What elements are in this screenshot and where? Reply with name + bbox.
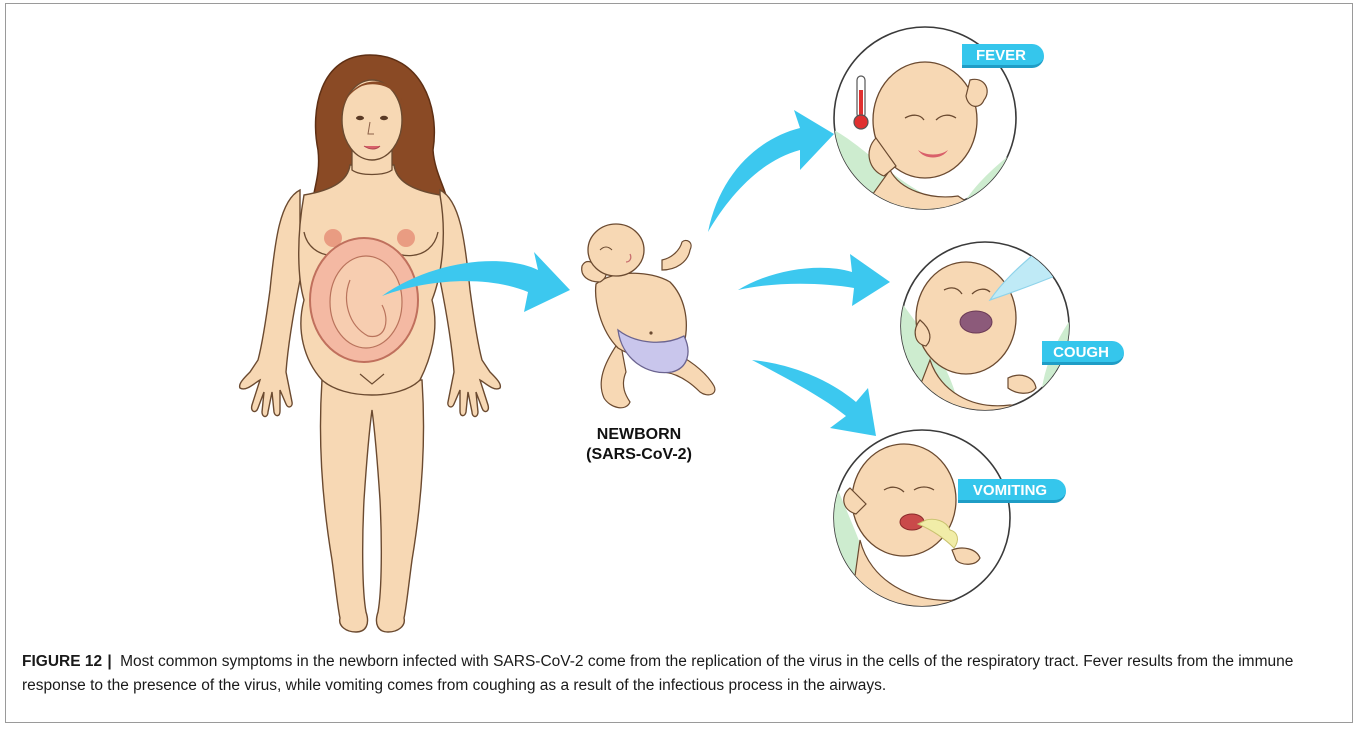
newborn-illustration [582,224,715,408]
fever-tag: FEVER [962,44,1044,68]
pregnant-mother [240,55,501,632]
fever-label: FEVER [976,47,1026,64]
arrow-to-fever [708,110,834,232]
arrow-to-vomiting [752,360,876,436]
newborn-label-line2: (SARS-CoV-2) [574,445,704,465]
figure-caption: FIGURE 12 | Most common symptoms in the … [22,650,1342,698]
figure-illustration [0,0,1360,650]
newborn-label: NEWBORN (SARS-CoV-2) [574,425,704,465]
mother-legs [320,380,423,632]
newborn-label-line1: NEWBORN [574,425,704,445]
figure-caption-text: Most common symptoms in the newborn infe… [22,653,1293,694]
vomiting-tag: VOMITING [958,479,1066,503]
mother-right-arm [440,190,500,417]
vomiting-panel [834,430,1012,612]
cough-tag: COUGH [1042,341,1124,365]
cough-label: COUGH [1053,344,1109,361]
figure-label: FIGURE 12 [22,653,102,670]
arrow-to-cough [738,254,890,306]
vomiting-label: VOMITING [973,482,1047,499]
mother-left-arm [240,190,300,417]
mother-areola-right [397,229,415,247]
cough-panel [900,242,1070,412]
figure-label-separator: | [107,653,111,670]
